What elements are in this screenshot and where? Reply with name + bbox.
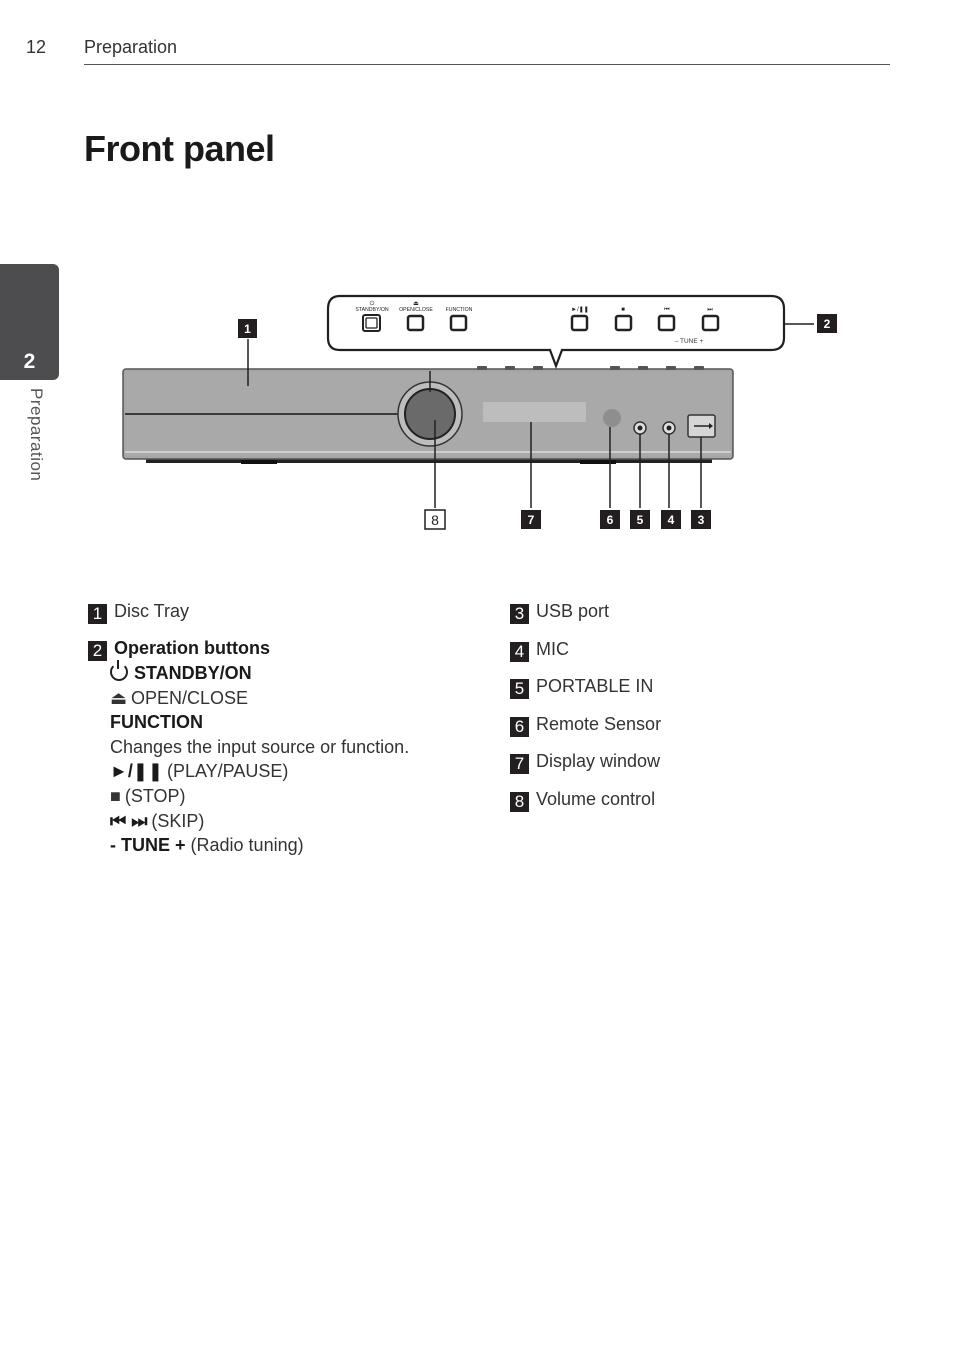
svg-text:7: 7 — [528, 513, 535, 527]
legend-label: USB port — [536, 601, 610, 621]
legend-badge: 3 — [510, 604, 529, 624]
skip-next-icon: ⏭ — [707, 307, 713, 313]
skip-prev-icon: ⏮ — [664, 307, 670, 313]
play-pause-icon: ►/❚❚ — [110, 761, 163, 782]
display-window — [483, 402, 586, 422]
standby-button-graphic — [362, 314, 381, 332]
legend-item-volume-control: 8 Volume control — [510, 789, 890, 827]
play-pause-icon: ►/❚❚ — [571, 306, 589, 313]
play-pause-line: ►/❚❚(PLAY/PAUSE) — [110, 759, 478, 784]
eject-icon: ⏏ — [110, 687, 128, 708]
chapter-tab: 2 — [0, 264, 59, 380]
portable-in-jack — [633, 421, 647, 435]
legend-badge: 1 — [88, 604, 107, 624]
svg-text:8: 8 — [431, 512, 439, 528]
play-pause-button-graphic — [570, 314, 589, 332]
legend-item-usb-port: 3 USB port — [510, 601, 890, 639]
chapter-label: Preparation — [27, 388, 46, 482]
callout-4: 4 — [661, 510, 681, 529]
front-panel-diagram: ⏻ STANDBY/ON ⏏ OPEN/CLOSE FUNCTION ►/❚❚ … — [122, 294, 837, 530]
callout-5: 5 — [630, 510, 650, 529]
legend-item-portable-in: 5 PORTABLE IN — [510, 676, 890, 714]
open-close-button-graphic — [406, 314, 425, 332]
leader-lines — [247, 323, 814, 508]
stop-icon: ■ — [110, 785, 121, 806]
usb-port — [687, 414, 716, 438]
legend-item-operation-buttons: 2 Operation buttons STANDBY/ON ⏏OPEN/CLOS… — [88, 638, 478, 858]
tune-line: - TUNE + (Radio tuning) — [110, 835, 304, 856]
legend-item-remote-sensor: 6 Remote Sensor — [510, 714, 890, 752]
legend-item-display-window: 7 Display window — [510, 751, 890, 789]
legend-badge: 2 — [88, 641, 107, 661]
svg-text:1: 1 — [244, 322, 251, 336]
legend-label: Operation buttons — [114, 638, 270, 658]
stop-icon: ■ — [621, 307, 625, 313]
legend-label: PORTABLE IN — [536, 676, 654, 696]
skip-icon: ⏮ ⏭ — [110, 810, 148, 831]
callout-7: 7 — [521, 510, 541, 529]
function-description: Changes the input source or function. — [110, 736, 410, 757]
function-button-graphic — [449, 314, 468, 332]
legend-label: Disc Tray — [114, 601, 190, 621]
mic-jack — [662, 421, 676, 435]
remote-sensor — [603, 409, 621, 427]
legend-label: Display window — [536, 751, 661, 771]
svg-text:2: 2 — [824, 317, 831, 331]
chapter-number: 2 — [23, 350, 36, 373]
legend-badge: 6 — [510, 716, 529, 737]
page-number: 12 — [26, 37, 47, 57]
legend-label: Volume control — [536, 788, 656, 809]
standby-text: STANDBY/ON — [355, 307, 389, 313]
standby-line: STANDBY/ON — [110, 660, 478, 686]
skip-prev-button-graphic — [657, 314, 676, 332]
legend-badge: 5 — [510, 679, 529, 699]
svg-text:6: 6 — [607, 513, 614, 527]
tune-text: – TUNE + — [675, 338, 704, 345]
skip-next-button-graphic — [701, 314, 720, 332]
open-close-icon: ⏏ — [413, 301, 419, 307]
function-line: FUNCTION — [110, 712, 203, 733]
operation-buttons-callout: ⏻ STANDBY/ON ⏏ OPEN/CLOSE FUNCTION ►/❚❚ … — [326, 294, 786, 370]
stop-line: ■(STOP) — [110, 784, 478, 809]
callout-6: 6 — [600, 510, 620, 529]
open-close-line: ⏏OPEN/CLOSE — [110, 686, 478, 711]
callout-1: 1 — [238, 319, 257, 338]
skip-line: ⏮ ⏭(SKIP) — [110, 809, 478, 834]
page-title: Front panel — [84, 128, 275, 169]
legend-item-mic: 4 MIC — [510, 639, 890, 677]
svg-text:5: 5 — [637, 513, 644, 527]
legend-badge: 8 — [510, 791, 529, 812]
svg-text:3: 3 — [698, 513, 705, 527]
svg-text:4: 4 — [668, 513, 675, 527]
operation-buttons-details: STANDBY/ON ⏏OPEN/CLOSE FUNCTION Changes … — [110, 660, 478, 858]
function-text: FUNCTION — [446, 307, 473, 313]
callout-2: 2 — [817, 314, 837, 333]
legend-badge: 4 — [510, 641, 529, 662]
legend-left: 1 Disc Tray 2 Operation buttons STANDBY/ON… — [88, 601, 478, 858]
legend-right: 3 USB port 4 MIC 5 PORTABLE IN 6 Remote Sens… — [510, 601, 890, 826]
legend-badge: 7 — [510, 754, 529, 774]
running-header: Preparation — [84, 37, 178, 57]
standby-icon: ⏻ — [370, 300, 375, 307]
callout-3: 3 — [691, 510, 711, 529]
header-rule — [84, 64, 890, 65]
legend-label: MIC — [536, 638, 569, 659]
stop-button-graphic — [614, 314, 633, 332]
legend-item-disc-tray: 1 Disc Tray — [88, 601, 478, 638]
power-icon — [110, 660, 128, 681]
callout-8: 8 — [424, 509, 446, 530]
legend-label: Remote Sensor — [536, 713, 662, 734]
open-close-text: OPEN/CLOSE — [399, 307, 433, 313]
